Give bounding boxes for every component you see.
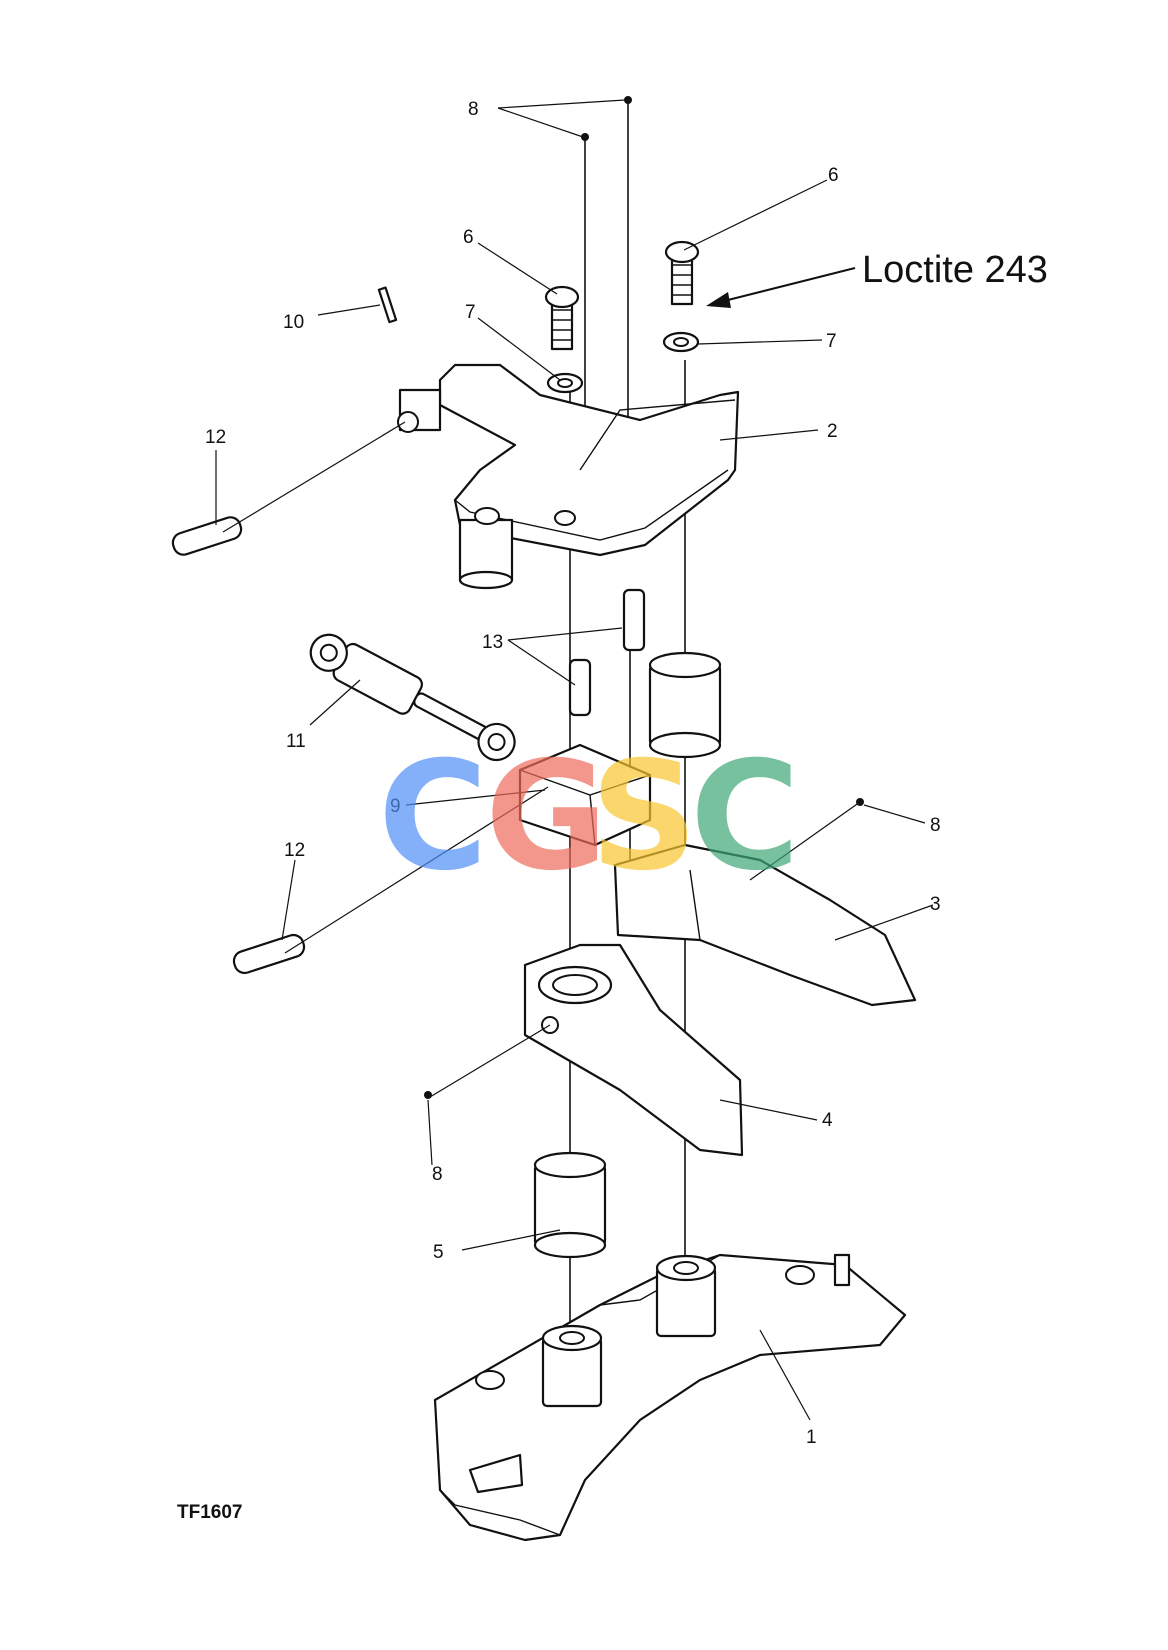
callout-8-bottom: 8	[432, 1164, 443, 1185]
part-9-block	[518, 743, 652, 847]
part-8-grease-nipples	[424, 96, 864, 1099]
callout-5: 5	[433, 1242, 444, 1263]
part-10-split-pin	[377, 286, 398, 324]
watermark-letter-s: S	[590, 730, 698, 904]
part-12-pin-bottom	[232, 933, 306, 975]
watermark-letter-g: G	[485, 730, 608, 904]
part-12-pin-top	[171, 516, 243, 556]
part-6-bolt-right	[664, 240, 700, 306]
part-1-base-bracket	[433, 1253, 907, 1542]
callout-12-top: 12	[205, 427, 226, 448]
watermark-cgsc: C G S C	[378, 730, 800, 904]
part-3-arm	[613, 843, 917, 1007]
part-5-bushing-lower	[533, 1151, 607, 1259]
callout-11: 11	[286, 731, 306, 752]
part-11-cylinder	[309, 633, 516, 762]
callout-12-bottom: 12	[284, 840, 305, 861]
callout-4: 4	[822, 1110, 833, 1131]
part-5-bushing-upper	[648, 651, 722, 759]
callout-10: 10	[283, 312, 304, 333]
callout-6-right: 6	[828, 165, 839, 186]
part-13-dowels	[568, 588, 646, 717]
watermark-letter-c2: C	[690, 730, 800, 904]
callout-9: 9	[390, 796, 401, 817]
watermark-letter-c1: C	[378, 730, 488, 904]
leader-lines	[215, 99, 934, 1421]
part-2-top-bracket	[397, 363, 740, 590]
callout-2: 2	[827, 421, 838, 442]
callout-3: 3	[930, 894, 941, 915]
callout-7-right: 7	[826, 331, 837, 352]
callout-6-left: 6	[463, 227, 474, 248]
callout-13: 13	[482, 632, 503, 653]
part-6-bolt-left	[544, 285, 580, 351]
part-4-lever	[523, 943, 744, 1157]
callout-8-right: 8	[930, 815, 941, 836]
loctite-arrow	[706, 267, 856, 308]
figure-id: TF1607	[177, 1502, 242, 1523]
callout-8-top: 8	[468, 99, 479, 120]
loctite-note: Loctite 243	[862, 249, 1048, 291]
callout-1: 1	[806, 1427, 817, 1448]
part-7-washer-right	[662, 331, 700, 353]
callout-7-left: 7	[465, 302, 476, 323]
part-7-washer-left	[546, 372, 584, 394]
